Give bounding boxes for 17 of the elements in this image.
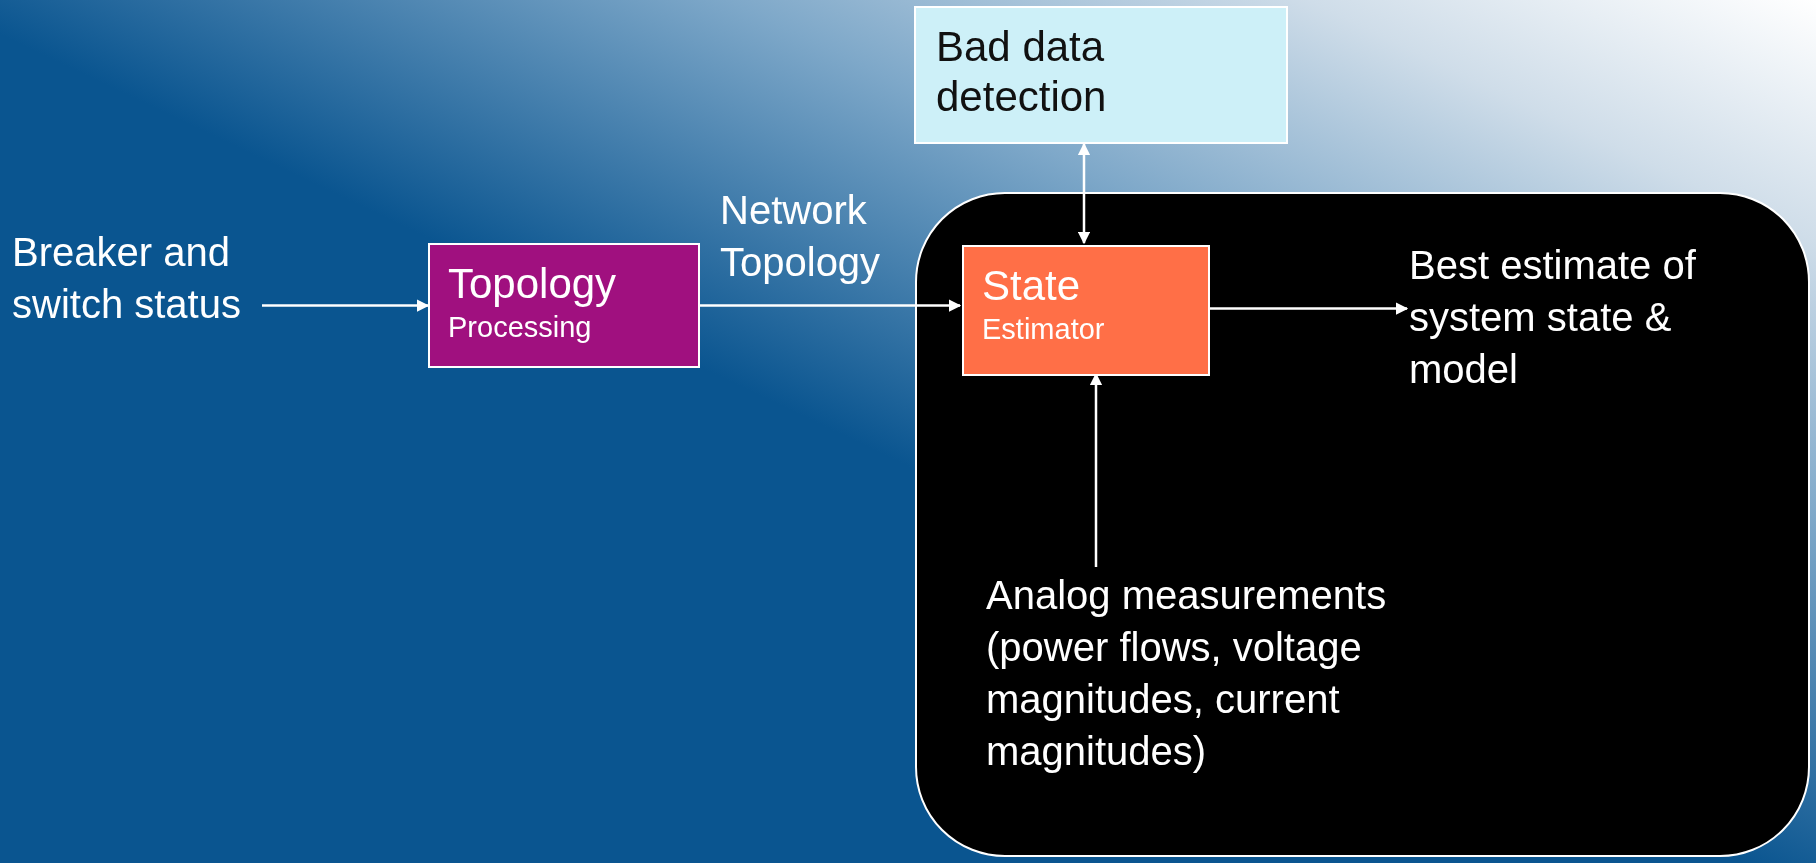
box-title: State xyxy=(982,261,1082,311)
box-title: Topology xyxy=(448,259,618,309)
box-subtitle: Processing xyxy=(448,310,593,346)
edge-label: Network Topology xyxy=(720,187,882,286)
panel-background xyxy=(915,192,1810,857)
arrow xyxy=(1077,142,1091,245)
arrow xyxy=(700,299,962,312)
node-text: Analog measurements (power flows, voltage magnitudes, current magnitudes) xyxy=(986,569,1466,809)
arrow xyxy=(1208,302,1409,315)
process-box xyxy=(962,245,1210,376)
node-text: Breaker and switch status xyxy=(12,226,262,388)
arrow xyxy=(262,299,430,312)
box-subtitle: Estimator xyxy=(982,312,1106,348)
box-text: Bad data detection xyxy=(936,22,1108,123)
process-box xyxy=(914,6,1288,144)
process-box xyxy=(428,243,700,368)
node-text: Best estimate of system state & model xyxy=(1409,239,1764,407)
